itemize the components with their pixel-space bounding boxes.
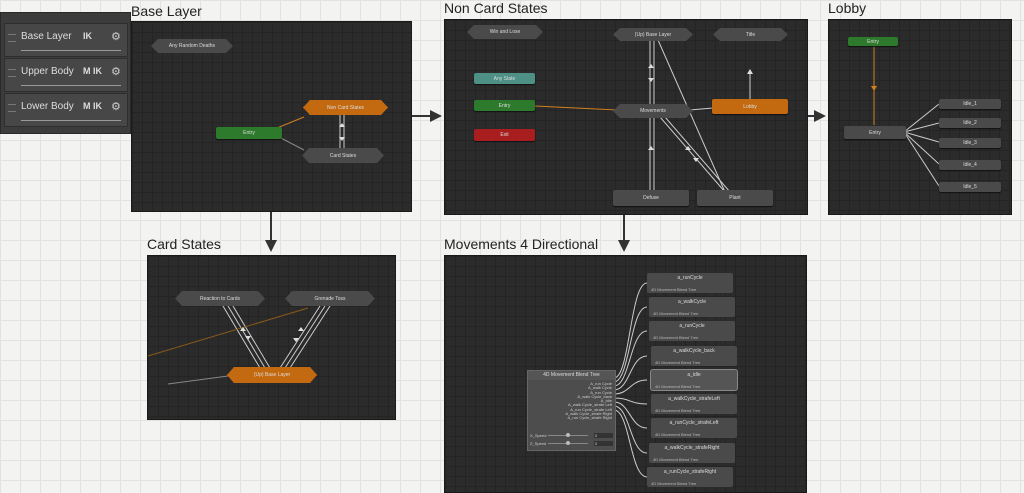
- blend-tree-row: A_run Cycle_strafe Right: [567, 415, 612, 421]
- node-reaction-to-cards[interactable]: Reaction to Cards: [175, 291, 265, 306]
- layer-base[interactable]: Base Layer IK ⚙: [4, 23, 128, 57]
- clip-name: a_runCycle: [679, 323, 705, 329]
- node-idle-5[interactable]: Idle_5: [939, 182, 1001, 192]
- clip-subtitle: 4D Movement Blend Tree: [655, 360, 701, 365]
- layer-name: Base Layer: [21, 31, 72, 42]
- blend-tree-row: A_Idle: [600, 398, 612, 404]
- drag-handle-icon[interactable]: [8, 104, 16, 112]
- clip-subtitle: 4D Movement Blend Tree: [653, 335, 699, 340]
- clip-name: a_runCycle_strafeLeft: [669, 420, 719, 426]
- clip-name: a_idle: [687, 372, 701, 378]
- layer-flags: M IK: [83, 101, 102, 111]
- clip-subtitle: 4D Movement Blend Tree: [651, 287, 697, 292]
- movements-title: Movements 4 Directional: [444, 236, 599, 252]
- blend-tree-node[interactable]: 4D Movement Blend Tree A_run Cycle A_wal…: [527, 370, 616, 451]
- card-states-panel[interactable]: Reaction to Cards Grenade Toss (Up) Base…: [147, 255, 396, 420]
- layers-panel: Base Layer IK ⚙ Upper Body M IK ⚙ Lower …: [0, 12, 131, 134]
- clip-node[interactable]: a_runCycle 4D Movement Blend Tree: [647, 273, 733, 293]
- node-up-base-layer[interactable]: (Up) Base Layer: [227, 367, 317, 383]
- non-card-title: Non Card States: [444, 0, 548, 16]
- node-movements[interactable]: Movements: [613, 104, 693, 118]
- lobby-title: Lobby: [828, 0, 867, 16]
- clip-subtitle: 4D Movement Blend Tree: [655, 384, 701, 389]
- node-lobby[interactable]: Lobby: [712, 99, 788, 114]
- clip-name: a_runCycle_strafeRight: [663, 469, 717, 475]
- blend-tree-row: A_walk Cycle: [587, 385, 612, 391]
- blend-tree-row: A_walk Cycle_strafe Left: [567, 402, 612, 408]
- node-defuse[interactable]: Defuse: [613, 190, 689, 206]
- node-any-random-deaths[interactable]: Any Random Deaths: [151, 39, 233, 53]
- base-layer-title: Base Layer: [131, 3, 202, 19]
- clip-name: a_walkCycle_strafeRight: [664, 445, 720, 451]
- node-card-states[interactable]: Card States: [302, 148, 384, 163]
- clip-node[interactable]: a_walkCycle_strafeLeft 4D Movement Blend …: [651, 394, 737, 414]
- node-idle-2[interactable]: Idle_2: [939, 118, 1001, 128]
- clip-node[interactable]: a_runCycle_strafeRight 4D Movement Blend …: [647, 467, 733, 487]
- clip-node[interactable]: a_walkCycle 4D Movement Blend Tree: [649, 297, 735, 317]
- base-layer-panel[interactable]: Any Random Deaths Non Card States Entry …: [131, 21, 412, 212]
- non-card-panel[interactable]: Win and Lose (Up) Base Layer Title Any S…: [444, 19, 808, 215]
- node-title[interactable]: Title: [713, 28, 788, 41]
- z-speed-value[interactable]: 0: [594, 441, 613, 446]
- clip-name: a_walkCycle_strafeLeft: [668, 396, 720, 402]
- param-z-speed-label: Z_Speed: [530, 441, 547, 446]
- node-entry[interactable]: Entry: [474, 100, 535, 111]
- layer-upper-body[interactable]: Upper Body M IK ⚙: [4, 58, 128, 92]
- clip-node[interactable]: a_runCycle 4D Movement Blend Tree: [649, 321, 735, 341]
- clip-name: a_walkCycle_back: [673, 348, 715, 354]
- blend-tree-row: A_walk Cycle_back: [577, 393, 612, 399]
- clip-name: a_walkCycle: [677, 299, 707, 305]
- node-entry-state[interactable]: Entry: [844, 126, 906, 139]
- gear-icon[interactable]: ⚙: [111, 101, 121, 113]
- layer-flags: IK: [83, 31, 92, 41]
- clip-subtitle: 4D Movement Blend Tree: [655, 408, 701, 413]
- node-idle-4[interactable]: Idle_4: [939, 160, 1001, 170]
- blend-tree-row: A_run Cycle_strafe Left: [570, 406, 612, 412]
- clip-node[interactable]: a_idle 4D Movement Blend Tree: [651, 370, 737, 390]
- blend-tree-row: A_run Cycle: [590, 389, 612, 395]
- node-idle-1[interactable]: Idle_1: [939, 99, 1001, 109]
- layer-weight-bar[interactable]: [21, 50, 121, 51]
- node-exit[interactable]: Exit: [474, 129, 535, 141]
- drag-handle-icon[interactable]: [8, 69, 16, 77]
- clip-subtitle: 4D Movement Blend Tree: [651, 481, 697, 486]
- node-grenade-toss[interactable]: Grenade Toss: [285, 291, 375, 306]
- lobby-panel[interactable]: Entry Entry Idle_1 Idle_2 Idle_3 Idle_4 …: [828, 19, 1012, 215]
- layer-name: Upper Body: [21, 66, 74, 77]
- clip-name: a_runCycle: [677, 275, 703, 281]
- blend-tree-row: A_walk Cycle_strafe Right: [565, 411, 612, 417]
- param-x-speed-label: X_Speed: [530, 433, 547, 438]
- node-entry[interactable]: Entry: [848, 37, 898, 46]
- gear-icon[interactable]: ⚙: [111, 66, 121, 78]
- x-speed-knob[interactable]: [566, 433, 570, 437]
- node-any-state[interactable]: Any State: [474, 73, 535, 84]
- clip-subtitle: 4D Movement Blend Tree: [655, 432, 701, 437]
- node-entry[interactable]: Entry: [216, 127, 282, 139]
- gear-icon[interactable]: ⚙: [111, 31, 121, 43]
- clip-node[interactable]: a_runCycle_strafeLeft 4D Movement Blend T…: [651, 418, 737, 438]
- node-win-and-lose[interactable]: Win and Lose: [467, 25, 543, 39]
- clip-subtitle: 4D Movement Blend Tree: [653, 457, 699, 462]
- x-speed-value[interactable]: 0: [594, 433, 613, 438]
- layer-weight-bar[interactable]: [21, 85, 121, 86]
- node-up-base-layer[interactable]: (Up) Base Layer: [613, 28, 693, 41]
- card-states-title: Card States: [147, 236, 221, 252]
- layer-flags: M IK: [83, 66, 102, 76]
- layer-lower-body[interactable]: Lower Body M IK ⚙: [4, 93, 128, 127]
- blend-tree-title: 4D Movement Blend Tree: [528, 371, 615, 380]
- node-non-card-states[interactable]: Non Card States: [303, 100, 388, 115]
- clip-subtitle: 4D Movement Blend Tree: [653, 311, 699, 316]
- node-idle-3[interactable]: Idle_3: [939, 138, 1001, 148]
- layer-name: Lower Body: [21, 101, 74, 112]
- clip-node[interactable]: a_walkCycle_back 4D Movement Blend Tree: [651, 346, 737, 366]
- drag-handle-icon[interactable]: [8, 34, 16, 42]
- movements-panel[interactable]: 4D Movement Blend Tree A_run Cycle A_wal…: [444, 255, 807, 493]
- z-speed-knob[interactable]: [566, 441, 570, 445]
- node-plant[interactable]: Plant: [697, 190, 773, 206]
- clip-node[interactable]: a_walkCycle_strafeRight 4D Movement Blend…: [649, 443, 735, 463]
- blend-tree-row: A_run Cycle: [590, 381, 612, 386]
- layer-weight-bar[interactable]: [21, 120, 121, 121]
